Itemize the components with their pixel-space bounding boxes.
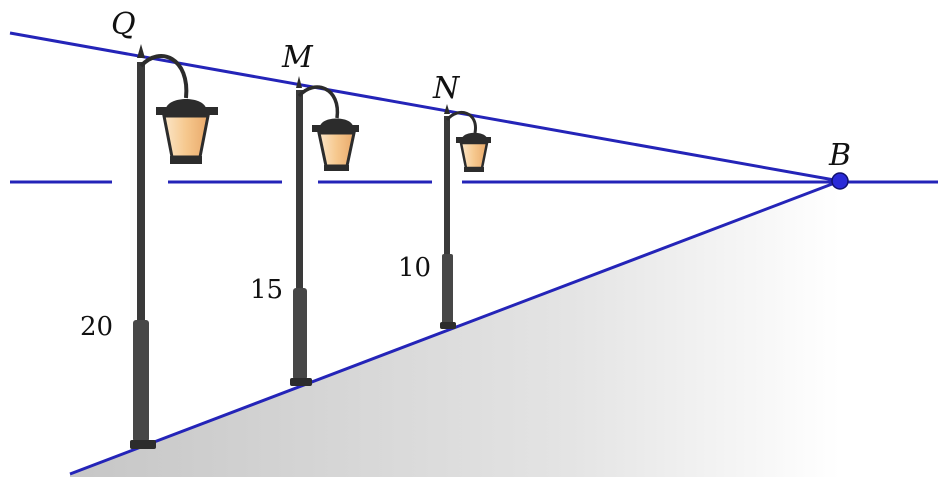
- lamp-M-lantern: [312, 118, 359, 171]
- lamp-N-pole: [444, 116, 450, 256]
- lamp-M-arm: [297, 85, 340, 119]
- height-label-M: 15: [250, 275, 283, 305]
- lamp-N-arm: [445, 110, 477, 134]
- height-label-Q: 20: [80, 312, 113, 342]
- top-line-QB: [9, 31, 841, 183]
- lamp-N-lantern: [456, 132, 491, 172]
- lamp-M-pole: [296, 90, 303, 290]
- lamp-post-M: [290, 76, 359, 386]
- height-label-N: 10: [398, 253, 431, 283]
- lamp-Q-lantern: [156, 99, 218, 164]
- lamp-N-base: [442, 254, 453, 324]
- lamp-Q-arm: [139, 54, 189, 99]
- lamp-post-N: [440, 104, 491, 329]
- label-M: M: [281, 40, 314, 75]
- lamp-M-base: [293, 288, 307, 380]
- lamp-Q-pole: [137, 62, 145, 322]
- lamp-Q-base: [133, 320, 149, 442]
- label-N: N: [432, 71, 461, 106]
- label-Q: Q: [111, 7, 136, 42]
- label-B: B: [828, 138, 851, 173]
- point-B-marker: [831, 172, 849, 190]
- lamp-post-Q: [130, 44, 218, 449]
